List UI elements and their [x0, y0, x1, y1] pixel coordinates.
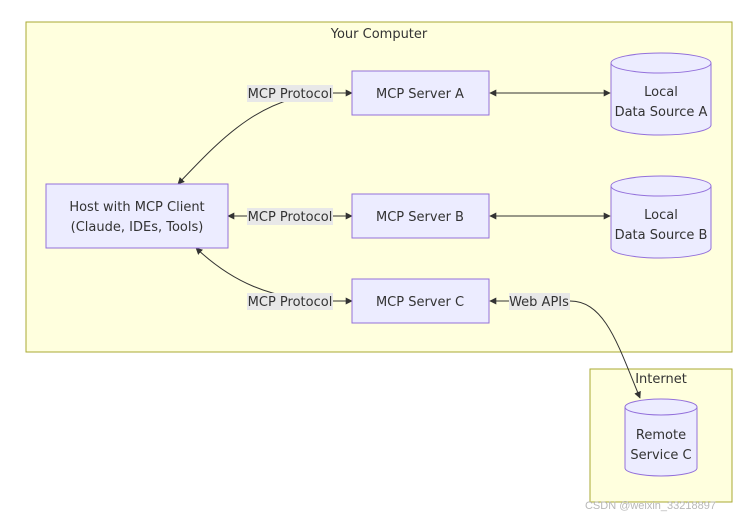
node-remote-service-c-line1: Remote	[636, 428, 686, 443]
node-server-b-label: MCP Server B	[376, 210, 464, 225]
edge-label-protocol-c: MCP Protocol	[247, 293, 333, 310]
node-host-line2: (Claude, IDEs, Tools)	[71, 220, 204, 235]
edge-label-protocol-b-text: MCP Protocol	[248, 210, 333, 225]
node-remote-service-c-line2: Service C	[630, 448, 691, 463]
group-internet-label: Internet	[635, 372, 687, 387]
watermark: CSDN @weixin_33218897	[584, 500, 716, 512]
group-your-computer-label: Your Computer	[330, 27, 428, 42]
node-data-source-a-line2: Data Source A	[615, 105, 708, 120]
node-data-source-b-line2: Data Source B	[615, 228, 708, 243]
node-data-source-b-line1: Local	[644, 208, 678, 223]
edge-label-web-apis: Web APIs	[509, 293, 570, 310]
node-server-b[interactable]: MCP Server B	[351, 193, 490, 239]
node-server-a[interactable]: MCP Server A	[351, 70, 490, 116]
node-host[interactable]: Host with MCP Client (Claude, IDEs, Tool…	[45, 183, 229, 249]
node-server-c-label: MCP Server C	[376, 295, 464, 310]
node-data-source-b[interactable]: Local Data Source B	[610, 175, 712, 259]
edge-label-protocol-a: MCP Protocol	[247, 85, 333, 102]
node-data-source-a[interactable]: Local Data Source A	[610, 52, 712, 136]
edge-label-protocol-b: MCP Protocol	[247, 208, 333, 225]
edge-label-web-apis-text: Web APIs	[509, 295, 569, 310]
edge-label-protocol-c-text: MCP Protocol	[248, 295, 333, 310]
node-server-c[interactable]: MCP Server C	[351, 278, 490, 324]
node-data-source-a-line1: Local	[644, 85, 678, 100]
node-host-line1: Host with MCP Client	[69, 200, 204, 215]
node-remote-service-c[interactable]: Remote Service C	[624, 398, 698, 477]
edge-server-c-remote	[489, 297, 641, 399]
node-server-a-label: MCP Server A	[376, 87, 464, 102]
edge-label-protocol-a-text: MCP Protocol	[248, 87, 333, 102]
